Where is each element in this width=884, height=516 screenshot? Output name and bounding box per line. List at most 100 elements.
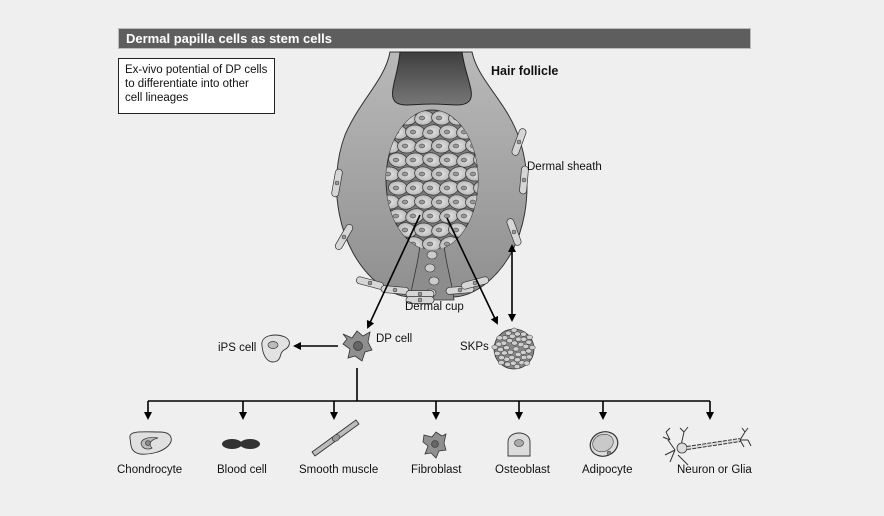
dermal-sheath-label: Dermal sheath xyxy=(527,161,602,173)
info-line: cell lineages xyxy=(125,92,189,104)
skp-cell xyxy=(507,349,514,355)
osteoblast-icon xyxy=(507,432,531,457)
arrow-to-skps xyxy=(446,217,499,325)
skp-cell xyxy=(504,361,511,367)
sheath-cell xyxy=(334,224,354,250)
skp-cell xyxy=(491,344,499,350)
papilla-cell xyxy=(397,138,417,154)
lineage-label: Blood cell xyxy=(217,464,267,476)
skp-cell xyxy=(525,339,533,345)
sheath-cell xyxy=(331,168,343,198)
fibroblast-icon xyxy=(422,431,447,459)
skp-cell xyxy=(525,348,532,354)
skp-cell xyxy=(523,360,531,366)
smooth-muscle-icon xyxy=(311,419,360,457)
papilla-cell xyxy=(388,180,408,196)
papilla-cell xyxy=(405,152,425,168)
skp-cell xyxy=(495,341,503,347)
lineage-label: Osteoblast xyxy=(495,464,550,476)
skp-cell xyxy=(498,360,505,366)
papilla-cell xyxy=(431,222,451,238)
skp-cell xyxy=(511,340,518,346)
hair-follicle-label: Hair follicle xyxy=(491,64,559,78)
dp-cell-icon xyxy=(342,330,373,362)
papilla-cell xyxy=(414,222,434,238)
dermal-cup-label: Dermal cup xyxy=(405,301,464,313)
tree-branches xyxy=(144,401,714,420)
skp-cell xyxy=(526,334,533,340)
lineage-label: Adipocyte xyxy=(582,464,633,476)
skp-cell xyxy=(496,335,503,341)
papilla-cell xyxy=(422,152,442,168)
sheath-cell xyxy=(405,290,435,298)
ips-cell-icon xyxy=(261,334,290,363)
stalk-cell xyxy=(426,250,438,260)
dermal-sheath-cells xyxy=(331,128,529,304)
info-box: Ex-vivo potential of DP cells to differe… xyxy=(118,58,275,114)
sheath-cell xyxy=(405,296,435,304)
skp-cell xyxy=(510,327,518,333)
info-line: Ex-vivo potential of DP cells xyxy=(125,64,268,76)
skp-cell xyxy=(514,357,521,363)
papilla-cell xyxy=(439,152,459,168)
skps-label: SKPs xyxy=(460,341,489,353)
sheath-cell xyxy=(506,218,522,246)
papilla-cell xyxy=(439,208,459,224)
papilla-cell xyxy=(405,208,425,224)
lineage-label: Smooth muscle xyxy=(299,464,379,476)
dp-cell-label: DP cell xyxy=(376,333,413,345)
skp-cell xyxy=(498,355,505,361)
papilla-cell xyxy=(439,124,459,140)
skp-cell xyxy=(525,354,533,360)
papilla-cell xyxy=(414,138,434,154)
skp-cell xyxy=(493,350,501,356)
papilla-cell xyxy=(422,236,442,250)
papilla-cell xyxy=(431,110,451,126)
skp-cell xyxy=(509,333,516,339)
papilla-cell xyxy=(473,180,478,196)
skp-cell xyxy=(520,331,527,337)
papilla-cell xyxy=(405,124,425,140)
lineage-label: Fibroblast xyxy=(411,464,462,476)
papilla-cell xyxy=(448,194,468,210)
skp-cell xyxy=(506,338,513,344)
skp-cell xyxy=(497,347,504,353)
neuron-icon xyxy=(662,426,752,466)
stalk-cell xyxy=(428,276,440,286)
skp-cell xyxy=(514,351,522,357)
papilla-cell xyxy=(422,180,442,196)
skp-cell xyxy=(522,343,530,349)
diagram-title: Dermal papilla cells as stem cells xyxy=(118,28,751,49)
blood-cell-icon xyxy=(222,439,260,449)
sheath-cell xyxy=(461,276,489,290)
hair-follicle xyxy=(331,51,529,304)
papilla-cell xyxy=(431,138,451,154)
arrow-to-dp-cell xyxy=(366,214,421,329)
lineage-label: Neuron or Glia xyxy=(677,464,752,476)
ips-cell-label: iPS cell xyxy=(218,342,257,354)
skp-cell xyxy=(520,336,528,342)
skp-cell xyxy=(512,346,520,352)
sheath-cell xyxy=(519,165,529,195)
skp-cell xyxy=(501,350,508,356)
hair-shaft xyxy=(392,51,472,106)
skp-cell xyxy=(505,330,512,336)
papilla-cell xyxy=(448,138,468,154)
chondrocyte-icon xyxy=(129,431,172,455)
skp-cell xyxy=(529,345,536,350)
papilla-cell xyxy=(397,166,417,182)
skp-cell xyxy=(503,345,510,351)
papilla-cell xyxy=(414,194,434,210)
papilla-cell xyxy=(414,166,434,182)
papilla-cell xyxy=(388,152,408,168)
lineage-label: Chondrocyte xyxy=(117,464,183,476)
papilla-cell xyxy=(473,152,478,168)
skps-icon xyxy=(491,327,536,370)
skp-cell xyxy=(520,349,527,355)
skp-cell xyxy=(513,364,521,370)
info-line: to differentiate into other xyxy=(125,78,249,90)
papilla-cell xyxy=(405,180,425,196)
adipocyte-icon xyxy=(589,431,619,457)
